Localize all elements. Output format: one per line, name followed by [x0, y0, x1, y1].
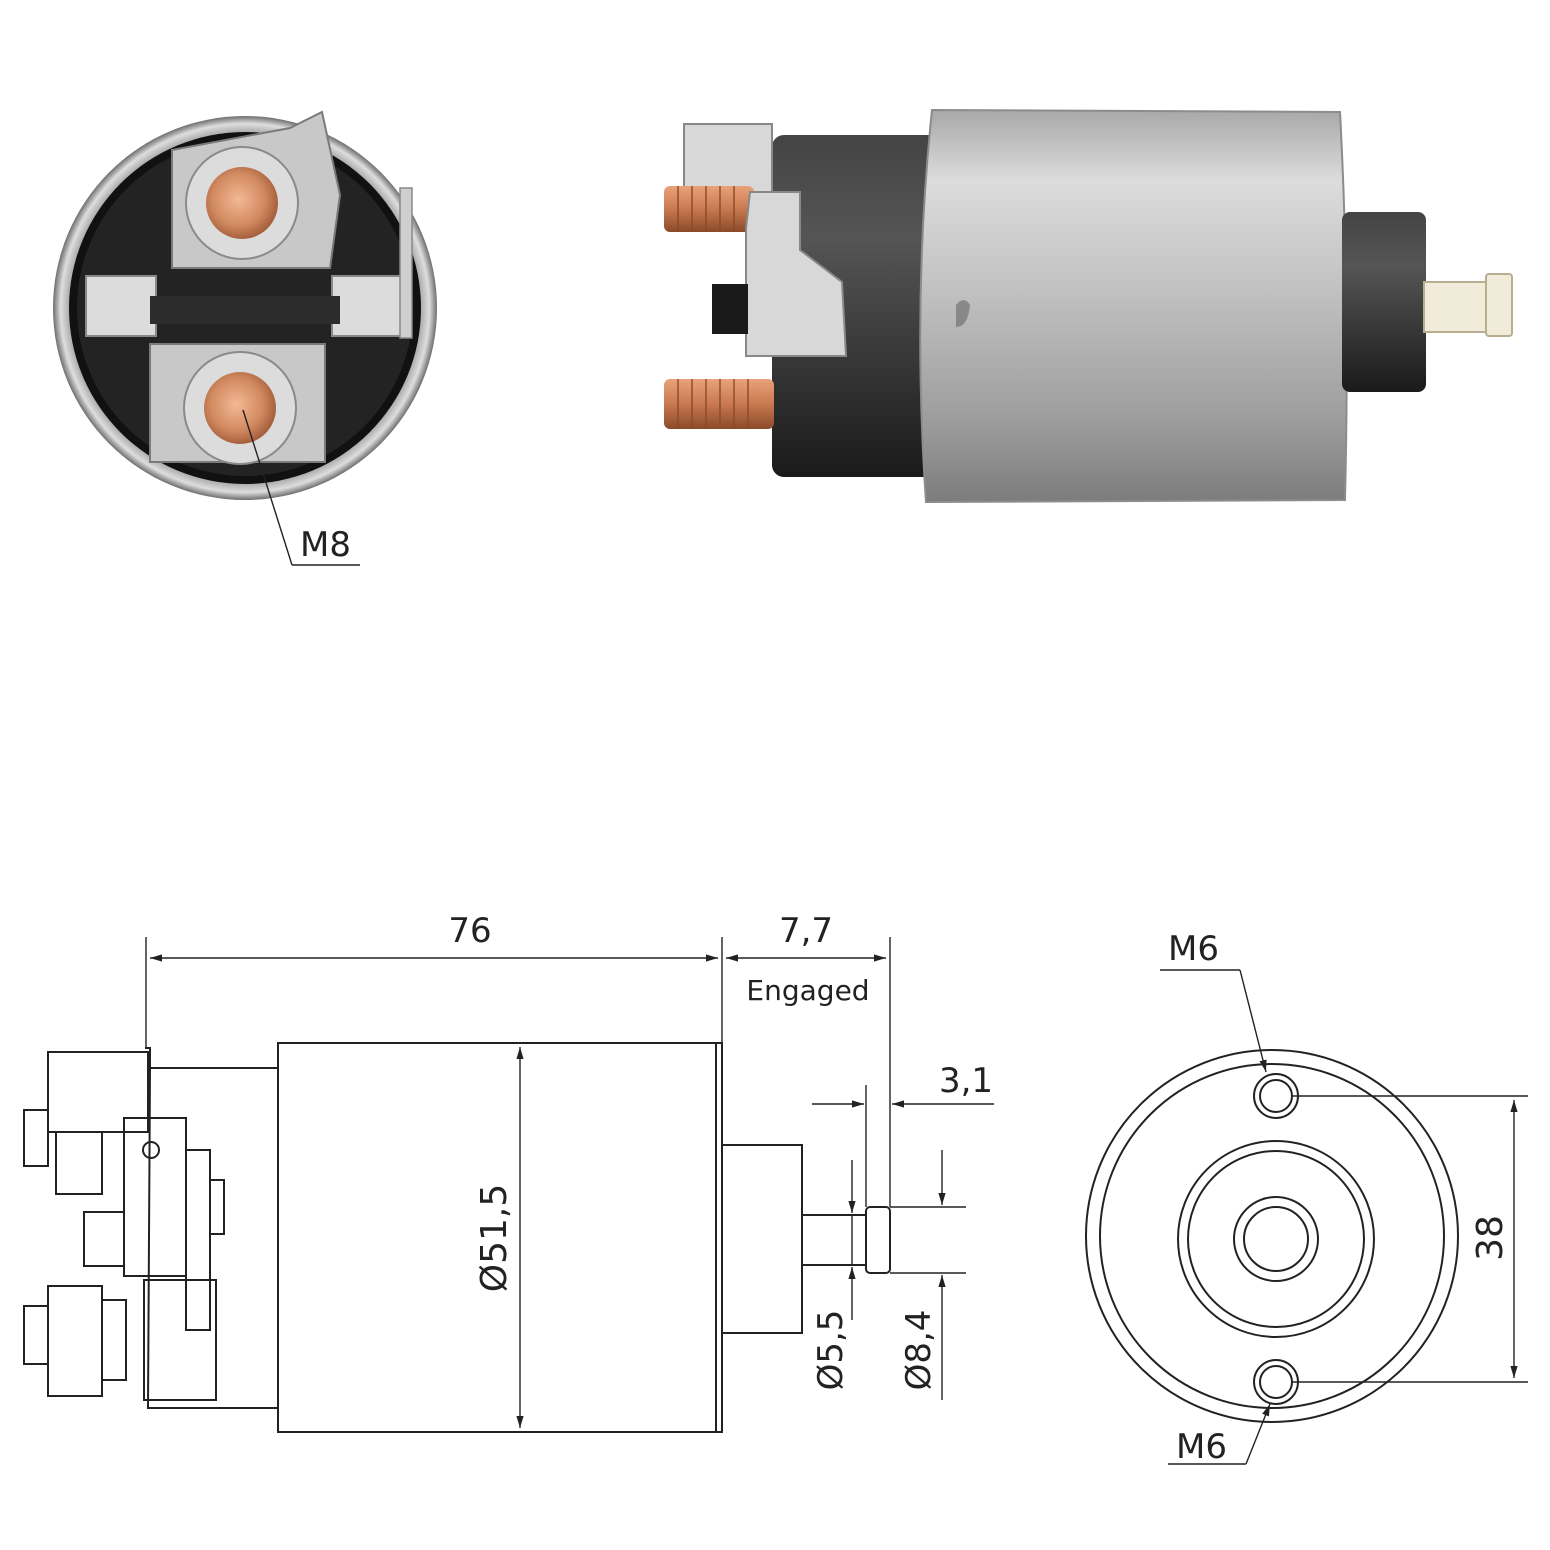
hole-spacing-dimension: 38 — [1470, 1215, 1511, 1261]
side-drawing: 76 7,7 Engaged 3,1 Ø51,5 Ø5,5 Ø8,4 — [23, 911, 994, 1433]
steel-can — [919, 108, 1348, 504]
end-outer-circle — [1085, 1049, 1459, 1423]
end-drawing: 38 M6 M6 — [1085, 929, 1528, 1467]
upper-copper-stud — [664, 186, 754, 232]
tip-diameter-dimension: Ø8,4 — [899, 1310, 939, 1391]
side-view-photo — [664, 108, 1513, 504]
stroke-dimension: 7,7 — [779, 911, 833, 951]
m6-top-label: M6 — [1168, 929, 1219, 969]
plunger-tip — [1423, 281, 1489, 333]
m6-bottom-label: M6 — [1176, 1427, 1227, 1467]
tip-length-dimension: 3,1 — [939, 1061, 993, 1101]
side-tab-right — [331, 275, 407, 337]
shaft-diameter-dimension: Ø5,5 — [811, 1310, 851, 1391]
black-cap — [772, 135, 942, 477]
spade-terminal — [745, 191, 848, 357]
engaged-label: Engaged — [746, 974, 869, 1007]
rear-boss — [1342, 212, 1426, 392]
end-view-photo: M8 — [53, 110, 437, 566]
end-shaft-circle — [1233, 1196, 1319, 1282]
length-dimension: 76 — [448, 911, 491, 951]
m8-label: M8 — [300, 525, 351, 565]
side-tab-left — [85, 275, 157, 337]
body-diameter-dimension: Ø51,5 — [474, 1184, 515, 1293]
drawing-terminals — [23, 1051, 225, 1401]
end-boss-circle — [1177, 1140, 1375, 1338]
